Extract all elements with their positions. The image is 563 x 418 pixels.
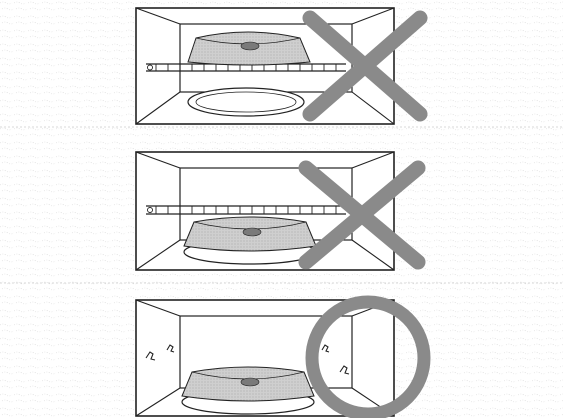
circle-icon xyxy=(305,295,431,418)
turntable xyxy=(187,87,305,117)
panel-1 xyxy=(135,7,428,125)
rack-support-hooks xyxy=(145,344,350,375)
cross-icon xyxy=(298,160,426,270)
crisper-tray xyxy=(181,366,315,402)
crisper-tray xyxy=(183,216,317,252)
panel-3 xyxy=(135,295,431,418)
wire-rack xyxy=(146,63,346,72)
panel-2 xyxy=(135,151,426,271)
cross-icon xyxy=(302,10,428,122)
wire-rack xyxy=(146,205,346,215)
crisper-tray xyxy=(187,31,311,66)
